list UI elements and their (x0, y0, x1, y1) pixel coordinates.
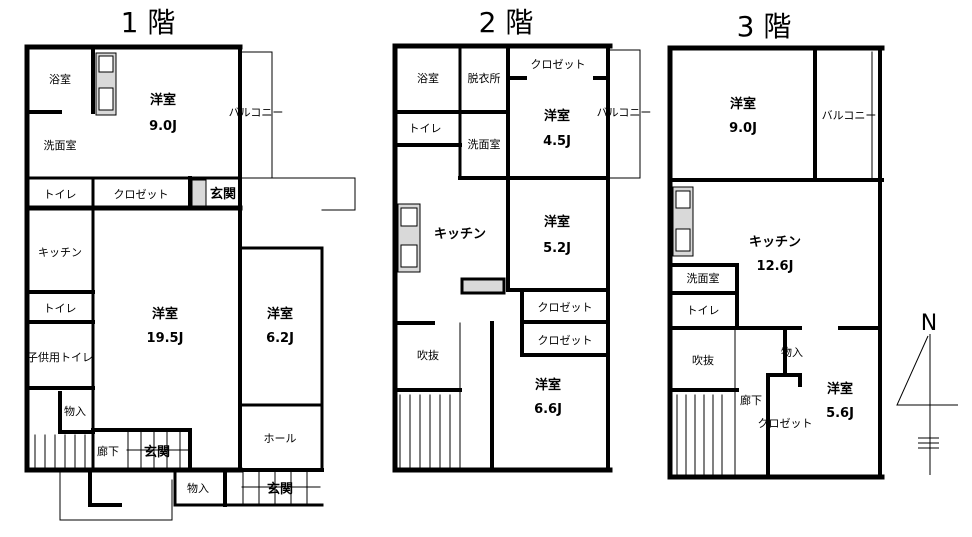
room-western: 洋室 (730, 96, 756, 112)
stove-icon (675, 190, 691, 209)
room-closet: クロゼット (538, 301, 593, 314)
walls (24, 43, 885, 507)
room-western: 洋室 (150, 92, 176, 108)
sink-icon (400, 244, 418, 268)
room-size: 6.6J (534, 402, 562, 417)
room-western: 洋室 (544, 108, 570, 124)
floor-2-labels: 浴室 脱衣所 トイレ 洗面室 クロゼット 洋室 4.5J バルコニー キッチン … (409, 58, 652, 417)
floor-1-labels: 浴室 洗面室 トイレ クロゼット 玄関 洋室 9.0J バルコニー キッチン ト… (27, 72, 297, 497)
room-entrance: 玄関 (210, 186, 236, 202)
room-closet: クロゼット (114, 188, 169, 201)
floor-2-title: 2 階 (479, 6, 534, 39)
room-closet: クロゼット (538, 334, 593, 347)
room-western: 洋室 (152, 306, 178, 322)
room-hallway: 廊下 (740, 393, 762, 407)
room-toilet: トイレ (44, 188, 77, 201)
room-western: 洋室 (544, 214, 570, 230)
room-bath: 浴室 (417, 71, 439, 85)
room-size: 5.6J (826, 406, 854, 421)
room-hallway: 廊下 (97, 444, 119, 458)
room-kids-toilet: 子供用トイレ (27, 350, 93, 364)
room-kitchen: キッチン (38, 246, 82, 259)
room-toilet: トイレ (409, 122, 442, 135)
shoe-box (191, 179, 207, 207)
room-hall: ホール (264, 432, 297, 445)
room-closet: クロゼット (531, 58, 586, 71)
room-storage: 物入 (187, 481, 209, 495)
floor-3-labels: 洋室 9.0J バルコニー キッチン 12.6J 洗面室 トイレ 吹抜 物入 廊… (687, 96, 877, 430)
room-balcony: バルコニー (597, 106, 652, 119)
room-storage: 物入 (781, 345, 803, 359)
compass-label: N (921, 311, 937, 336)
room-storage: 物入 (64, 404, 86, 418)
room-size: 19.5J (147, 331, 184, 346)
room-western: 洋室 (827, 381, 853, 397)
thin-lines (34, 49, 873, 521)
room-balcony: バルコニー (822, 109, 877, 122)
room-size: 6.2J (266, 331, 294, 346)
room-void: 吹抜 (692, 353, 714, 367)
floor-1-title: 1 階 (121, 6, 176, 39)
room-size: 9.0J (729, 121, 757, 136)
room-washroom: 洗面室 (468, 137, 501, 151)
room-entrance: 玄関 (144, 444, 170, 460)
storage-box (460, 277, 506, 295)
room-kitchen: キッチン (749, 235, 801, 250)
room-size: 4.5J (543, 134, 571, 149)
room-washroom: 洗面室 (687, 271, 720, 285)
room-dressing: 脱衣所 (468, 71, 501, 85)
room-western: 洋室 (535, 377, 561, 393)
room-size: 5.2J (543, 241, 571, 256)
room-kitchen: キッチン (434, 227, 486, 242)
room-closet: クロゼット (758, 417, 813, 430)
stove-icon (400, 207, 418, 227)
floor-3-title: 3 階 (737, 10, 792, 43)
sink-icon (98, 87, 114, 111)
room-entrance: 玄関 (267, 481, 293, 497)
north-arrow-icon: N (896, 311, 958, 475)
room-western: 洋室 (267, 306, 293, 322)
fixtures (95, 52, 694, 295)
room-bath: 浴室 (49, 72, 71, 86)
room-toilet: トイレ (44, 302, 77, 315)
sink-icon (675, 228, 691, 252)
room-size: 12.6J (757, 259, 794, 274)
room-size: 9.0J (149, 119, 177, 134)
room-balcony: バルコニー (229, 106, 284, 119)
room-toilet: トイレ (687, 304, 720, 317)
room-void: 吹抜 (417, 348, 439, 362)
room-washroom: 洗面室 (44, 138, 77, 152)
stove-icon (98, 55, 114, 73)
